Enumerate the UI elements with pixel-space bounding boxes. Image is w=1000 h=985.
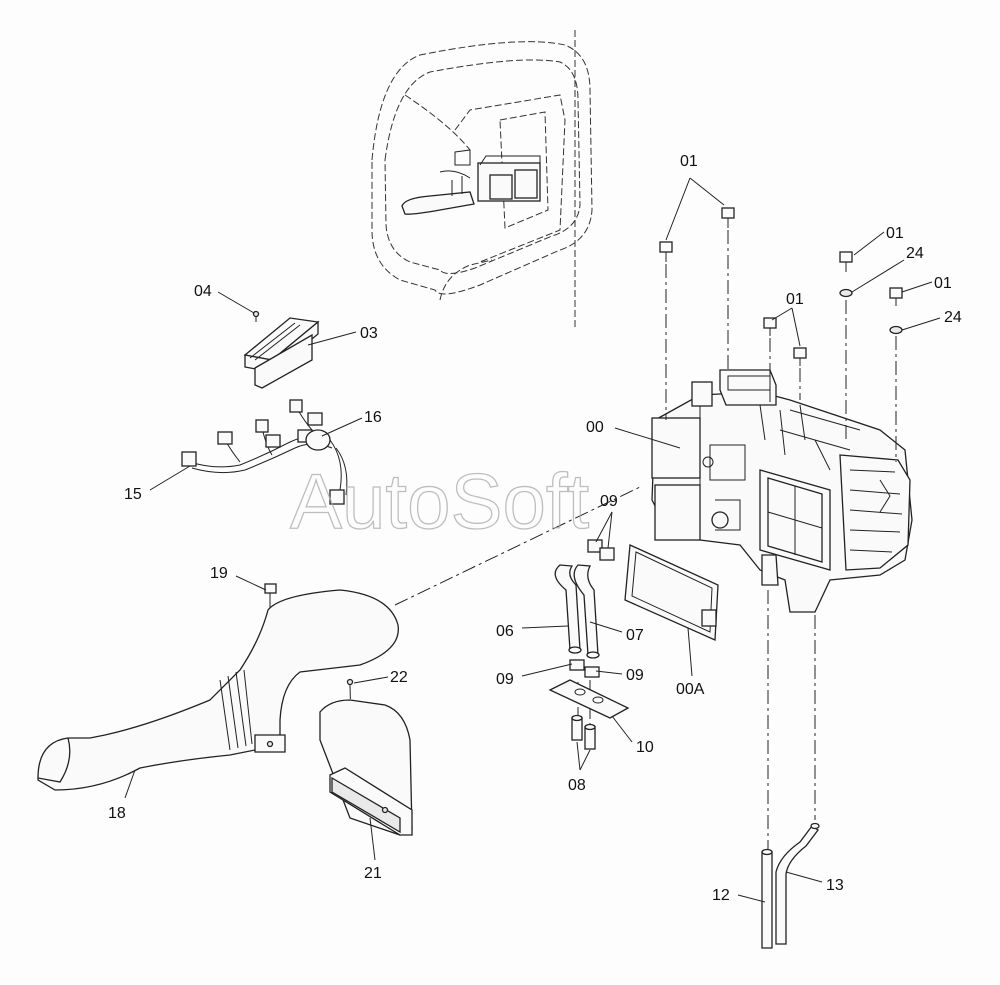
hvac-unit-00 [651,369,913,613]
part-labels: 01 01 24 01 24 01 00 04 03 16 15 19 22 0… [108,153,962,904]
watermark-text: AutoSoft [290,457,590,545]
label-24-upper: 24 [906,245,924,262]
pipes-12-13 [761,822,820,949]
label-09-left: 09 [496,671,514,688]
label-01-right-lower: 01 [934,275,952,292]
label-07: 07 [626,627,644,644]
washers-24 [839,288,903,335]
duct-18 [37,583,399,791]
label-04: 04 [194,283,212,300]
plate-10 [548,679,630,719]
label-19: 19 [210,565,228,582]
leader-lines [124,177,941,903]
label-12: 12 [712,887,730,904]
label-09-top: 09 [600,493,618,510]
label-21: 21 [364,865,382,882]
filter-00A [624,544,719,641]
label-06: 06 [496,623,514,640]
label-01-top: 01 [680,153,698,170]
label-24-lower: 24 [944,309,962,326]
label-08: 08 [568,777,586,794]
label-01-right-upper: 01 [886,225,904,242]
duct-21 [319,678,413,836]
controller-03 [243,310,320,389]
label-10: 10 [636,739,654,756]
harness-15-16 [181,399,348,505]
clamps-09 [569,539,615,678]
label-22: 22 [390,669,408,686]
bolts-01 [659,207,903,366]
label-13: 13 [826,877,844,894]
hoses-06-07 [554,564,600,659]
label-00A: 00A [676,681,705,698]
label-03: 03 [360,325,378,342]
pipes-08 [571,714,596,750]
label-01-middle: 01 [786,291,804,308]
label-00: 00 [586,419,604,436]
label-09-right: 09 [626,667,644,684]
cab-hvac-preview [401,149,541,215]
label-18: 18 [108,805,126,822]
label-15: 15 [124,486,142,503]
label-16: 16 [364,409,382,426]
